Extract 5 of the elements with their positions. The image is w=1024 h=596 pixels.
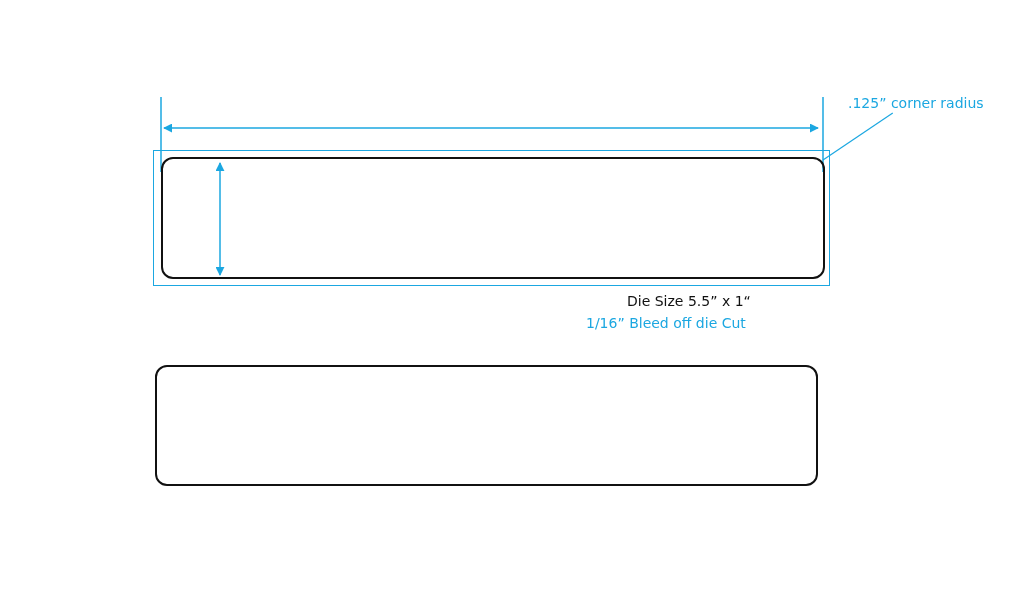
die-size-text: Die Size 5.5” x 1“ [627,293,751,309]
callout-text: .125” corner radius [848,95,984,111]
leader-line [822,112,894,161]
die-cut-outline [155,365,818,486]
bleed-note: 1/16” Bleed off die Cut [586,315,746,331]
